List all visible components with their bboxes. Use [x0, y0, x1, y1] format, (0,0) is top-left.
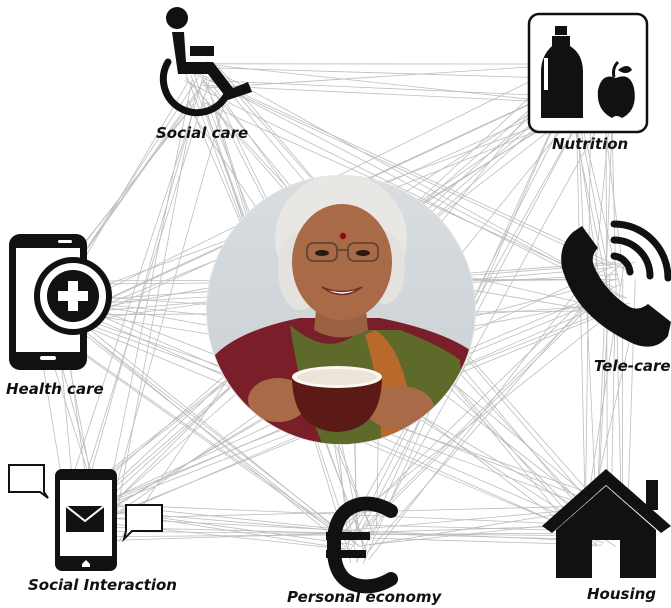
connection-line [79, 61, 208, 514]
connection-line [575, 85, 587, 536]
connection-line [97, 503, 629, 527]
connection-line [202, 84, 565, 104]
connection-line [100, 79, 193, 531]
connection-line [204, 64, 567, 89]
messaging-phone-icon [8, 464, 163, 571]
connection-line [67, 81, 189, 287]
connection-line [352, 508, 586, 531]
connection-line [50, 331, 346, 540]
connection-line [194, 71, 627, 271]
medical-phone-icon [9, 234, 112, 370]
bottle-and-apple-icon [527, 12, 649, 134]
label-personal-economy: Personal economy [287, 588, 442, 606]
label-tele-care: Tele-care [594, 357, 671, 375]
connection-line [355, 106, 610, 563]
center-portrait [206, 175, 476, 445]
label-social-care: Social care [156, 124, 249, 142]
connection-line [225, 75, 613, 291]
connection-line [65, 314, 356, 555]
label-nutrition: Nutrition [552, 135, 629, 153]
label-health-care: Health care [6, 380, 104, 398]
label-housing: Housing [587, 585, 657, 603]
wheelchair-icon [159, 7, 252, 117]
euro-icon [326, 496, 398, 594]
connection-line [208, 80, 577, 98]
connection-line [42, 323, 359, 547]
connection-line [363, 293, 603, 531]
connection-line [184, 80, 624, 299]
house-icon [542, 469, 671, 578]
phone-icon [561, 220, 671, 347]
connection-line [79, 520, 346, 550]
label-social-interaction: Social Interaction [28, 576, 177, 594]
connection-line [368, 531, 586, 542]
connection-line [366, 293, 595, 553]
connection-line [188, 70, 613, 268]
connection-lines [29, 51, 637, 564]
connection-line [342, 317, 607, 527]
